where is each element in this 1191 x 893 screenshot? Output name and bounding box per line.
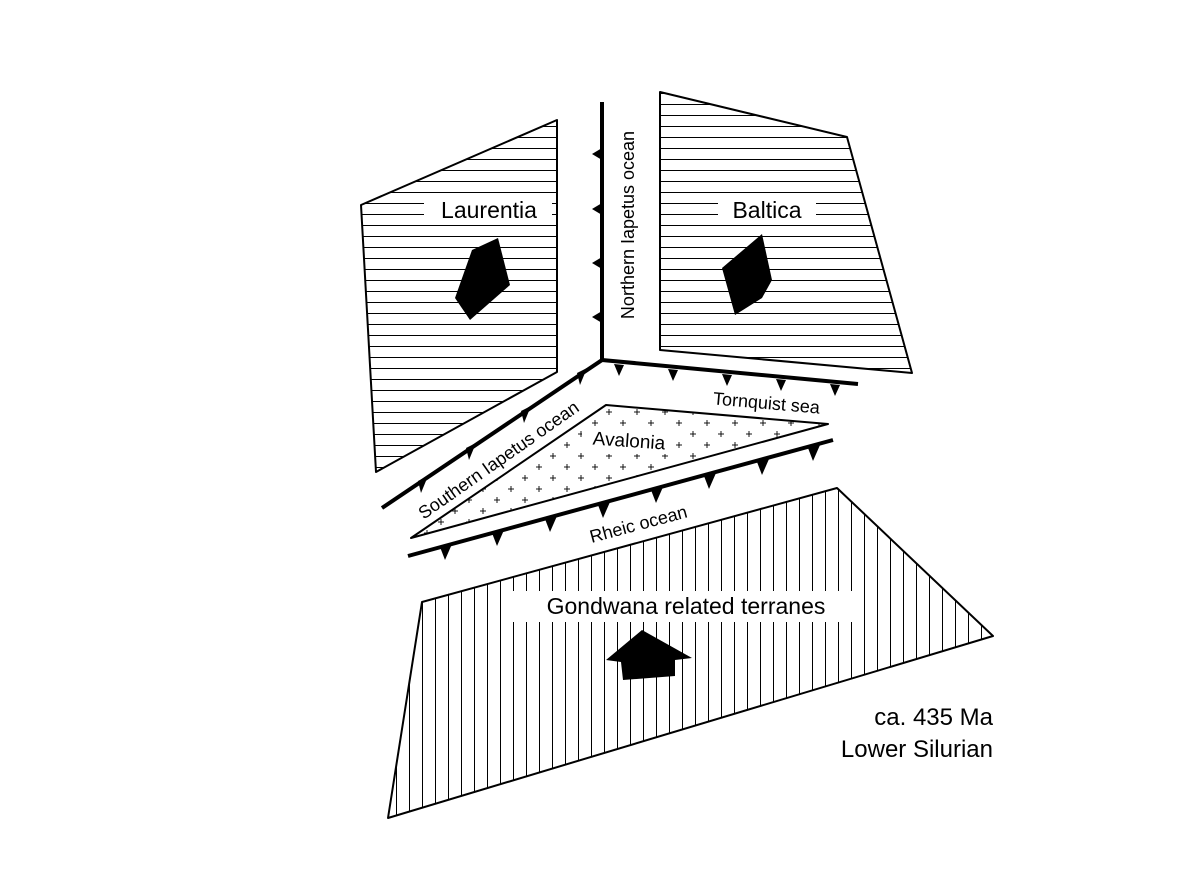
- svg-text:Gondwana related terranes: Gondwana related terranes: [547, 593, 826, 619]
- laurentia-motion-arrow: [455, 238, 510, 320]
- tornquist-label: Tornquist sea: [712, 388, 821, 417]
- tornquist-subduction: [601, 358, 859, 396]
- southern-iapetus-teeth: [418, 368, 587, 493]
- baltica-plate: [659, 91, 913, 374]
- baltica-motion-arrow: [722, 234, 772, 315]
- laurentia-label: Laurentia: [424, 195, 552, 225]
- northern-iapetus-label: Northern Iapetus ocean: [618, 131, 638, 319]
- gondwana-motion-arrow: [606, 630, 692, 680]
- avalonia-plate: [410, 404, 829, 539]
- gondwana-plate: [387, 487, 994, 819]
- baltica-label: Baltica: [718, 195, 816, 225]
- avalonia-label: Avalonia: [582, 428, 676, 455]
- svg-text:Laurentia: Laurentia: [441, 197, 537, 223]
- age-label: ca. 435 Ma: [874, 704, 993, 731]
- gondwana-label: Gondwana related terranes: [510, 591, 862, 622]
- period-label: Lower Silurian: [841, 736, 993, 763]
- svg-text:Avalonia: Avalonia: [592, 428, 666, 454]
- rheic-subduction: [407, 438, 834, 560]
- svg-text:Baltica: Baltica: [732, 197, 801, 223]
